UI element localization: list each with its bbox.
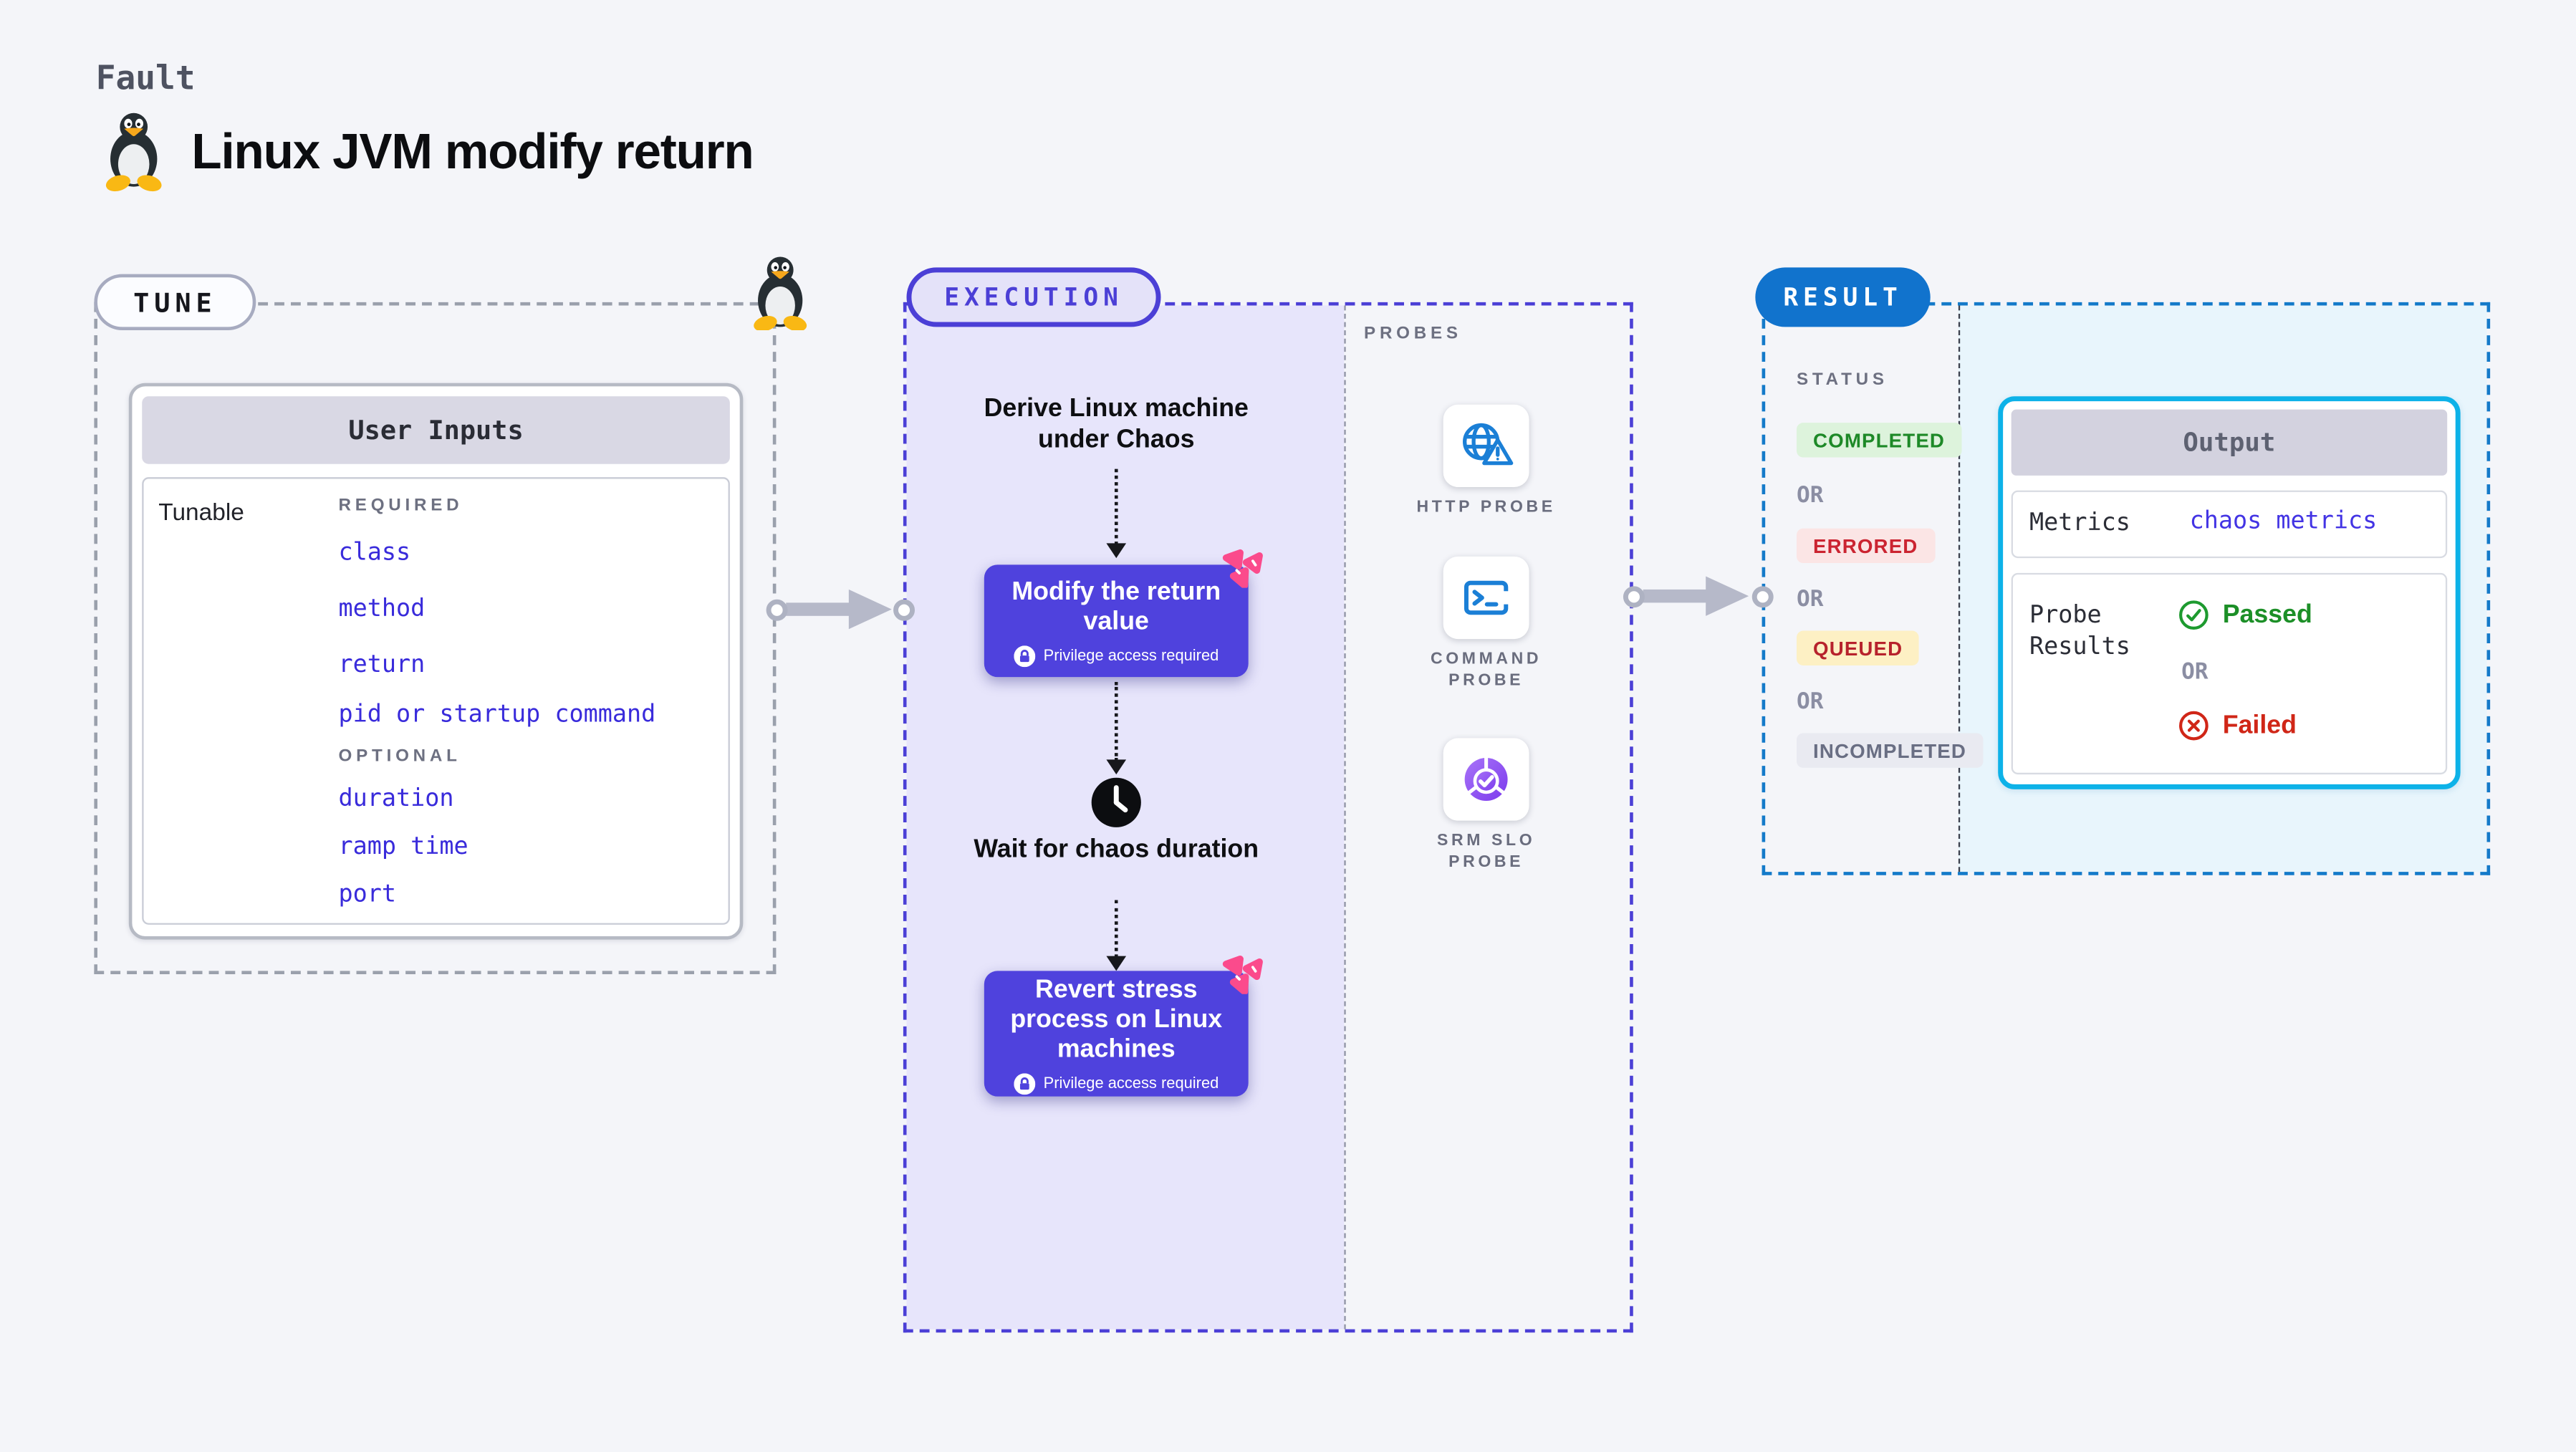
metrics-row: Metrics chaos metrics	[2011, 490, 2448, 559]
status-badge-queued: QUEUED	[1796, 630, 1920, 665]
terminal-icon	[1464, 580, 1509, 615]
clock-icon	[1091, 777, 1141, 827]
status-column-label: STATUS	[1796, 370, 1888, 390]
or-separator: OR	[1796, 482, 1824, 509]
lock-icon	[1014, 1072, 1036, 1095]
revert-stress-label: Revert stress process on Linux machines	[1010, 975, 1223, 1063]
or-separator: OR	[1796, 586, 1824, 613]
passed-label: Passed	[2222, 600, 2312, 629]
srm-slo-probe-label: SRM SLO PROBE	[1436, 832, 1536, 871]
privilege-note: Privilege access required	[1043, 646, 1219, 665]
privilege-note: Privilege access required	[1043, 1074, 1219, 1092]
execution-to-result-arrow	[1643, 589, 1709, 603]
flow-arrow-down	[1105, 468, 1125, 559]
metrics-value: chaos metrics	[2189, 508, 2378, 535]
connector-dot	[765, 598, 787, 620]
check-circle-icon	[2179, 600, 2209, 630]
output-header: Output	[2011, 409, 2448, 476]
connector-dot	[892, 598, 914, 620]
user-inputs-header: User Inputs	[142, 396, 730, 464]
field-duration: duration	[338, 786, 454, 813]
tunable-label: Tunable	[158, 500, 244, 527]
derive-step-label: Derive Linux machine under Chaos	[984, 394, 1249, 454]
execution-section-pill: EXECUTION	[906, 267, 1161, 327]
connector-dot	[1622, 585, 1644, 607]
passed-verdict: Passed	[2178, 600, 2312, 631]
tune-to-execution-arrowhead	[848, 589, 892, 630]
revert-stress-node: Revert stress process on Linux machines …	[984, 971, 1249, 1097]
status-badge-incompleted: INCOMPLETED	[1796, 733, 1984, 768]
field-pid-or-startup-command: pid or startup command	[338, 701, 656, 729]
or-separator: OR	[1796, 688, 1824, 716]
execution-probes-divider	[1344, 305, 1346, 1330]
status-badge-errored: ERRORED	[1796, 528, 1935, 564]
srm-slo-probe-card	[1443, 738, 1529, 821]
field-port: port	[338, 881, 397, 908]
status-badge-completed: COMPLETED	[1796, 423, 1962, 458]
user-inputs-fields-box	[142, 477, 730, 925]
tux-penguin-icon	[105, 112, 162, 192]
tux-penguin-icon-small	[754, 256, 807, 331]
field-method: method	[338, 596, 426, 623]
field-class: class	[338, 539, 411, 567]
chaos-pinwheel-icon	[1222, 956, 1263, 994]
optional-group-label: OPTIONAL	[338, 746, 461, 766]
probe-results-row: Probe Results Passed OR Failed	[2011, 572, 2448, 775]
result-section-pill: RESULT	[1755, 267, 1931, 327]
globe-warning-icon	[1462, 423, 1514, 466]
chaos-pinwheel-icon	[1222, 549, 1263, 588]
required-group-label: REQUIRED	[338, 495, 463, 516]
execution-to-result-arrowhead	[1706, 576, 1749, 616]
tune-section-pill: TUNE	[94, 274, 256, 331]
x-circle-icon	[2179, 711, 2209, 741]
flow-arrow-down	[1105, 682, 1125, 775]
failed-label: Failed	[2222, 711, 2297, 739]
status-output-divider	[1958, 305, 1961, 872]
tune-to-execution-arrow	[786, 602, 852, 616]
field-return: return	[338, 652, 426, 679]
command-probe-label: COMMAND PROBE	[1430, 650, 1542, 690]
probe-results-label: Probe Results	[2029, 602, 2130, 661]
tune-section-box	[94, 302, 777, 975]
command-probe-card	[1443, 556, 1529, 640]
field-ramp-time: ramp time	[338, 834, 468, 860]
wait-step-label: Wait for chaos duration	[974, 835, 1259, 864]
modify-return-label: Modify the return value	[1011, 577, 1221, 635]
lock-icon	[1014, 645, 1036, 667]
flow-arrow-down	[1105, 900, 1125, 971]
execution-section-box	[903, 302, 1633, 1333]
http-probe-label: HTTP PROBE	[1416, 499, 1556, 517]
slo-gauge-icon	[1464, 758, 1508, 801]
metrics-label: Metrics	[2029, 510, 2130, 537]
modify-return-node: Modify the return value Privilege access…	[984, 564, 1249, 678]
page-title: Linux JVM modify return	[191, 125, 754, 181]
connector-dot	[1751, 585, 1773, 607]
fault-eyebrow: Fault	[95, 57, 196, 98]
http-probe-card	[1443, 404, 1529, 488]
or-separator: OR	[2181, 658, 2209, 686]
probes-column-label: PROBES	[1364, 323, 1462, 344]
failed-verdict: Failed	[2178, 710, 2297, 741]
